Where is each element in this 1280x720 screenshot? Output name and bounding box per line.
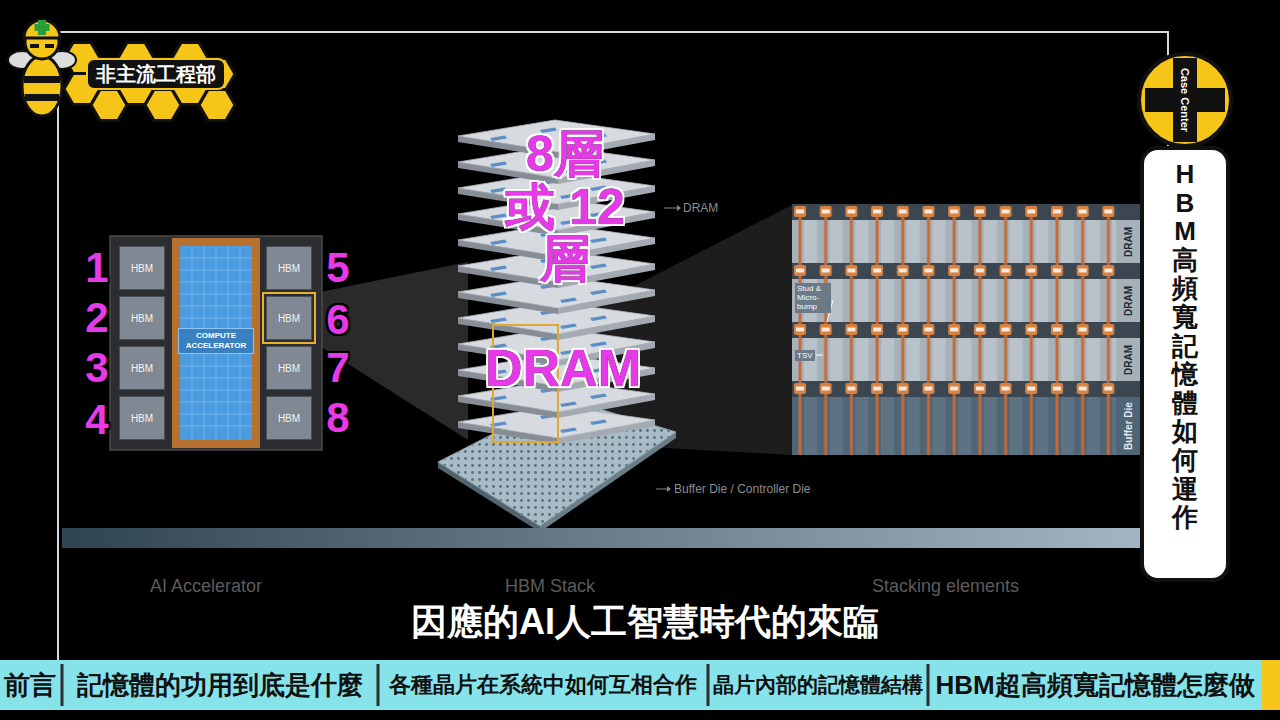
hbm-box: HBM xyxy=(266,346,312,390)
case-center-badge xyxy=(1139,54,1231,146)
dram-highlight-label: DRAM xyxy=(485,342,641,394)
hbm-text: HBM xyxy=(278,313,300,324)
hbm-text: HBM xyxy=(278,263,300,274)
layer-text: Buffer Die xyxy=(1123,402,1135,450)
callout-number: 1 xyxy=(85,247,108,289)
section-caption: HBM Stack xyxy=(505,576,595,597)
section-caption: Stacking elements xyxy=(872,576,1019,597)
part-label: Buffer Die / Controller Die xyxy=(674,482,811,496)
subtitle-caption: 因應的AI人工智慧時代的來臨 xyxy=(411,598,879,647)
layer-count-label: 8層 或 12層 xyxy=(500,128,630,286)
hbm-text: HBM xyxy=(131,263,153,274)
hbm-text: HBM xyxy=(131,413,153,424)
callout-number: 7 xyxy=(326,347,349,389)
callout-number: 8 xyxy=(326,397,349,439)
frame-line xyxy=(58,32,1168,660)
pointer-arrow xyxy=(656,205,681,492)
hbm-text: HBM xyxy=(278,363,300,374)
callout-number: 4 xyxy=(85,399,108,441)
badge-text: Case Center xyxy=(1179,68,1191,132)
hbm-box: HBM xyxy=(266,246,312,290)
callout-number: 6 xyxy=(326,299,349,341)
hbm-text: HBM xyxy=(278,413,300,424)
accelerator-package xyxy=(110,236,322,450)
layer-text: DRAM xyxy=(1123,286,1135,316)
dram-layer-band: DRAM xyxy=(792,220,1140,263)
channel-logo-box: 非主流工程部 xyxy=(86,58,226,90)
hbm-text: HBM xyxy=(131,363,153,374)
hbm-box: HBM xyxy=(266,396,312,440)
layer-text: DRAM xyxy=(1123,227,1135,257)
chapter-bar xyxy=(0,660,1280,710)
hbm-box: HBM xyxy=(119,396,165,440)
chapter-tab: 晶片內部的記憶體結構 xyxy=(710,662,926,708)
section-caption: AI Accelerator xyxy=(150,576,262,597)
callout-number: 2 xyxy=(85,297,108,339)
layer-text: DRAM xyxy=(1123,345,1135,375)
gradient-bar xyxy=(62,528,1140,548)
part-label: DRAM xyxy=(683,201,718,215)
title-panel xyxy=(1142,148,1228,580)
logo-honeycomb xyxy=(64,42,235,120)
chapter-tab: 記憶體的功用到底是什麼 xyxy=(64,662,376,708)
chapter-tab: 前言 xyxy=(0,662,60,708)
callout-number: 5 xyxy=(326,247,349,289)
hbm-box: HBM xyxy=(119,246,165,290)
chapter-tab: 各種晶片在系統中如何互相合作 xyxy=(380,662,706,708)
compute-accelerator-box: COMPUTE ACCELERATOR xyxy=(178,328,254,354)
hbm-box: HBM xyxy=(119,296,165,340)
buffer-die-band: Buffer Die xyxy=(792,397,1140,455)
chapter-tab: HBM超高頻寬記憶體怎麼做 xyxy=(930,662,1260,708)
hbm-box: HBM xyxy=(119,346,165,390)
part-label: TSV xyxy=(795,350,815,361)
stacking-cross-section xyxy=(792,204,1140,455)
hbm-box: HBM xyxy=(266,296,312,340)
dram-layer-band: DRAM xyxy=(792,338,1140,381)
video-title: HBM高頻寬記憶體如何運作 xyxy=(1172,160,1198,532)
hbm-text: HBM xyxy=(131,313,153,324)
callout-number: 3 xyxy=(85,347,108,389)
dram-layer-band: DRAM xyxy=(792,279,1140,322)
part-label: Stud & Micro-bump xyxy=(795,283,831,313)
logo-text: 非主流工程部 xyxy=(96,61,216,88)
bee-mascot xyxy=(8,20,76,116)
hbm-stack-drawing xyxy=(438,120,676,532)
accelerator-text: COMPUTE ACCELERATOR xyxy=(179,331,253,350)
